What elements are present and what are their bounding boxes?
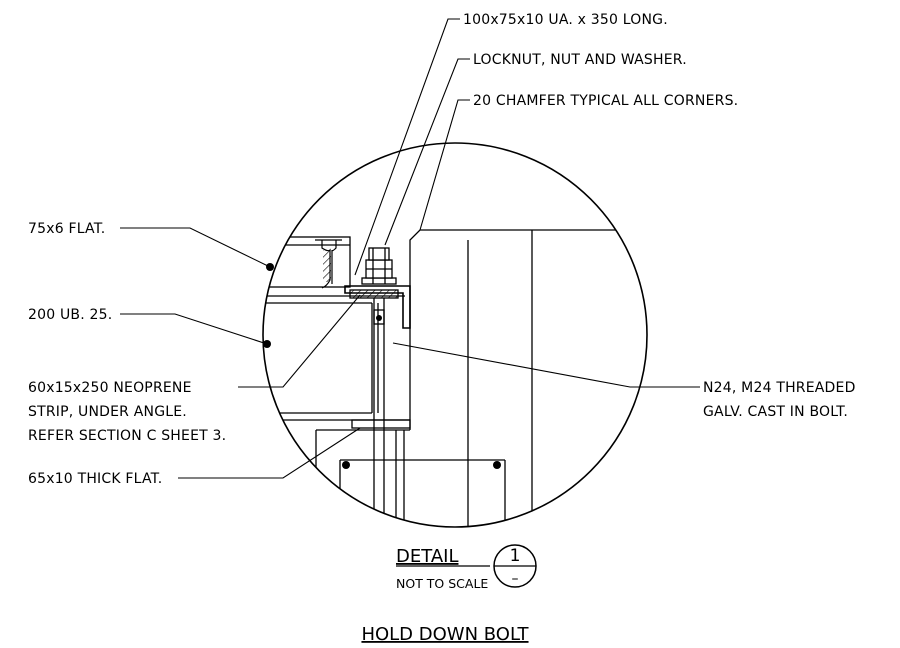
callout-75x6-flat: 75x6 FLAT. <box>28 221 105 237</box>
leader-lines <box>120 18 700 479</box>
drawing-heading: HOLD DOWN BOLT <box>361 624 529 645</box>
callout-chamfer: 20 CHAMFER TYPICAL ALL CORNERS. <box>473 93 738 109</box>
thick-flat <box>351 419 411 429</box>
callout-neoprene-line1: 60x15x250 NEOPRENE <box>28 380 192 396</box>
detail-number: 1 <box>510 546 521 566</box>
callout-locknut: LOCKNUT, NUT AND WASHER. <box>473 52 687 68</box>
detail-title: DETAIL <box>396 546 458 567</box>
rebar-dot <box>376 315 382 321</box>
locknut <box>368 247 390 261</box>
detail-circle <box>262 142 648 528</box>
callout-neoprene-line3: REFER SECTION C SHEET 3. <box>28 428 226 444</box>
washer <box>361 277 397 285</box>
callout-200-ub: 200 UB. 25. <box>28 307 112 323</box>
callout-bolt-line2: GALV. CAST IN BOLT. <box>703 404 848 420</box>
callout-thick-flat: 65x10 THICK FLAT. <box>28 471 162 487</box>
pier-outline <box>409 229 647 330</box>
callout-bolt-line1: N24, M24 THREADED <box>703 380 856 396</box>
neoprene-strip <box>349 289 399 299</box>
scale-note: NOT TO SCALE <box>396 576 488 591</box>
detail-sheet: – <box>512 571 519 587</box>
callout-angle: 100x75x10 UA. x 350 LONG. <box>463 12 668 28</box>
rebar-dot <box>493 461 501 469</box>
rebar-dot <box>342 461 350 469</box>
callout-neoprene-line2: STRIP, UNDER ANGLE. <box>28 404 187 420</box>
section-geometry <box>263 229 647 527</box>
